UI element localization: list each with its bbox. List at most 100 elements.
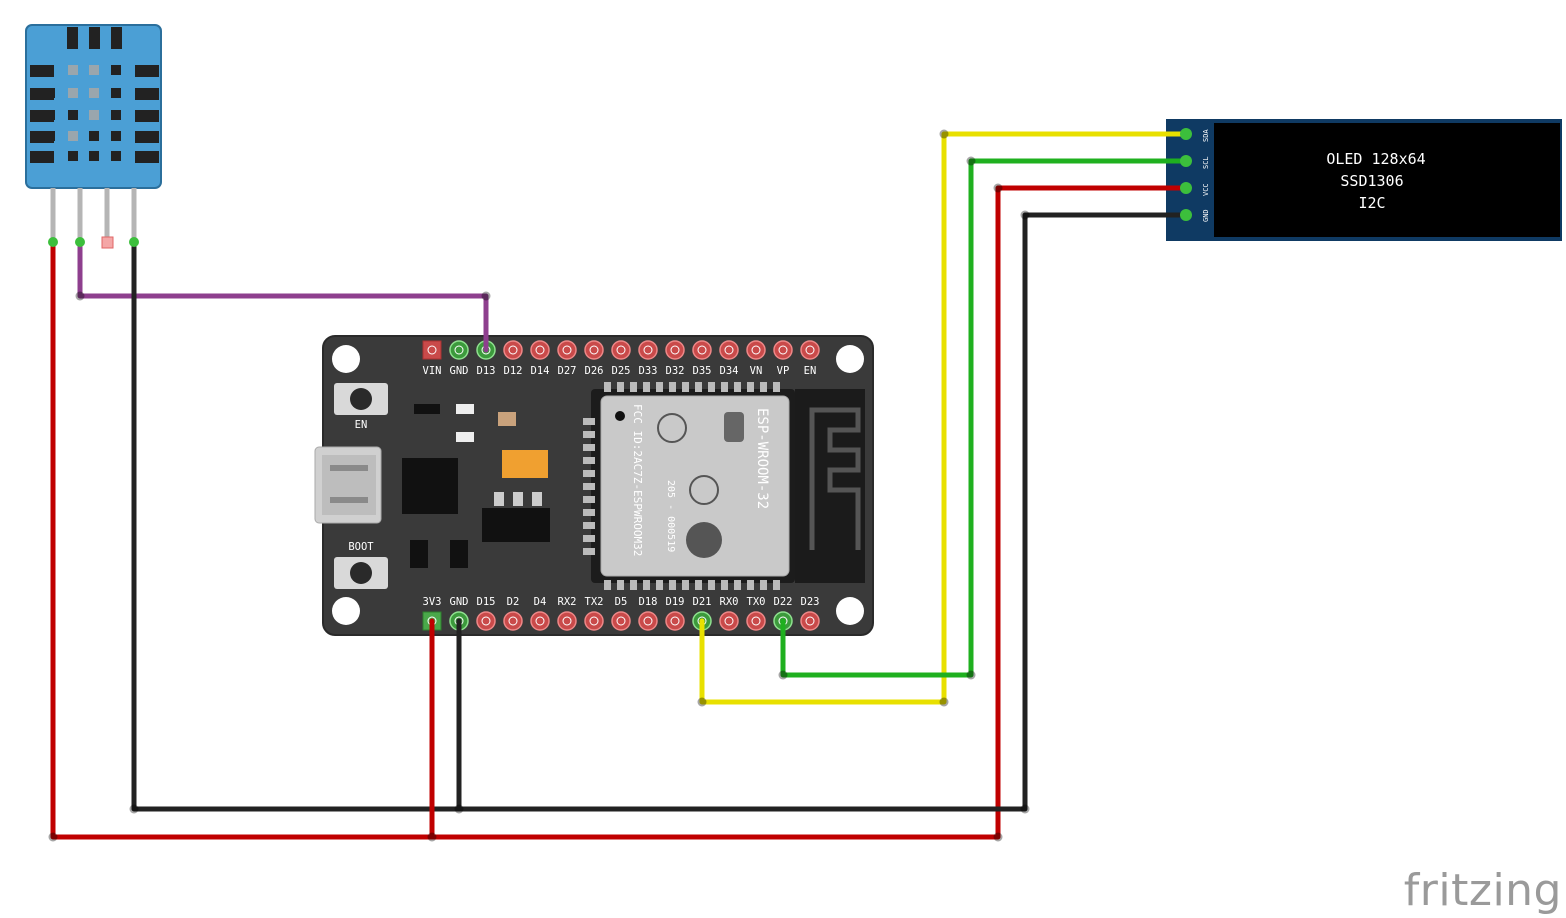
pin-label: RX0 xyxy=(720,596,739,608)
pin-label: D27 xyxy=(558,365,577,377)
esp32-board[interactable]: EN BOOT xyxy=(314,335,874,636)
pin-label: D34 xyxy=(720,365,739,377)
wire-junction xyxy=(75,291,85,301)
espressif-logo-icon xyxy=(686,522,722,558)
wire-power-3v3[interactable] xyxy=(429,185,1189,840)
module-pads xyxy=(583,382,780,590)
oled-line-2: SSD1306 xyxy=(1340,172,1403,190)
pin-label: D13 xyxy=(477,365,496,377)
pin-label: D2 xyxy=(507,596,520,608)
pin-label: D26 xyxy=(585,365,604,377)
oled-line-1: OLED 128x64 xyxy=(1326,150,1425,168)
boot-button[interactable]: BOOT xyxy=(334,541,388,589)
oled-pin-scl: SCL xyxy=(1202,156,1210,169)
pin-bottom-d15[interactable]: D15 xyxy=(476,596,496,631)
board-components xyxy=(402,404,550,568)
wire-sda-d21[interactable] xyxy=(699,131,1189,705)
pin-bottom-tx0[interactable]: TX0 xyxy=(746,596,766,631)
pin-bottom-tx2[interactable]: TX2 xyxy=(584,596,604,631)
pin-label: D22 xyxy=(774,596,793,608)
module-model: ESP-WROOM-32 xyxy=(754,408,770,509)
oled-pin-sda: SDA xyxy=(1202,129,1210,142)
pin-top-gnd[interactable]: GND xyxy=(449,340,469,377)
dht11-sensor[interactable] xyxy=(25,24,162,249)
pin-top-en[interactable]: EN xyxy=(800,340,820,377)
wire-junction xyxy=(454,804,464,814)
pin-top-d33[interactable]: D33 xyxy=(638,340,658,377)
boot-button-label: BOOT xyxy=(348,541,374,553)
pin-top-vn[interactable]: VN xyxy=(746,340,766,377)
pin-label: TX0 xyxy=(747,596,766,608)
wire-junction xyxy=(778,670,788,680)
pin-top-d32[interactable]: D32 xyxy=(665,340,685,377)
pin-bottom-d23[interactable]: D23 xyxy=(800,596,820,631)
wire-junction xyxy=(939,697,949,707)
pin-bottom-rx0[interactable]: RX0 xyxy=(719,596,739,631)
pin-bottom-d18[interactable]: D18 xyxy=(638,596,658,631)
wire-junction xyxy=(966,670,976,680)
pin-label: D33 xyxy=(639,365,658,377)
pin-top-d14[interactable]: D14 xyxy=(530,340,550,377)
pin-label: D14 xyxy=(531,365,550,377)
en-button[interactable]: EN xyxy=(334,383,388,431)
pin-label: VP xyxy=(777,365,790,377)
pin-label: D15 xyxy=(477,596,496,608)
wires xyxy=(48,129,1189,842)
oled-pin-gnd: GND xyxy=(1202,209,1210,222)
wire-scl-d22[interactable] xyxy=(780,158,1189,678)
wire-ground-gnd[interactable] xyxy=(456,212,1189,812)
pin-label: D12 xyxy=(504,365,523,377)
pin-top-d12[interactable]: D12 xyxy=(503,340,523,377)
pin-top-vin[interactable]: VIN xyxy=(422,340,442,377)
wifi-logo-icon xyxy=(724,412,744,442)
wire-junction xyxy=(939,129,949,139)
oled-pin-labels: SDA SCL VCC GND xyxy=(1202,129,1210,222)
wire-junction xyxy=(1020,210,1030,220)
pin-label: VIN xyxy=(423,365,442,377)
wire-junction xyxy=(697,697,707,707)
ce-mark-icon xyxy=(689,475,719,505)
wire-junction xyxy=(129,804,139,814)
wire-data-dht-d13[interactable] xyxy=(77,239,489,353)
wire-ground-dht[interactable] xyxy=(131,239,462,812)
module-cert: 205 - 000519 xyxy=(665,480,676,552)
pin-top-d26[interactable]: D26 xyxy=(584,340,604,377)
module-fcc-id: FCC ID:2AC7Z-ESPWROOM32 xyxy=(631,404,644,556)
wire-junction xyxy=(993,183,1003,193)
oled-line-3: I2C xyxy=(1358,194,1385,212)
pin-label: RX2 xyxy=(558,596,577,608)
wire-junction xyxy=(1020,804,1030,814)
pin-top-d25[interactable]: D25 xyxy=(611,340,631,377)
pin-top-d27[interactable]: D27 xyxy=(557,340,577,377)
pin-top-d34[interactable]: D34 xyxy=(719,340,739,377)
wire-junction xyxy=(48,832,58,842)
pin-label: D32 xyxy=(666,365,685,377)
sensor-legs xyxy=(50,188,137,242)
wire-junction xyxy=(481,291,491,301)
wire-junction xyxy=(427,832,437,842)
pin-label: D25 xyxy=(612,365,631,377)
wire-junction xyxy=(966,156,976,166)
pin-bottom-d2[interactable]: D2 xyxy=(503,596,523,631)
pin-label: D21 xyxy=(693,596,712,608)
pin-top-d35[interactable]: D35 xyxy=(692,340,712,377)
pin-bottom-d19[interactable]: D19 xyxy=(665,596,685,631)
pin-label: GND xyxy=(450,596,469,608)
pin-label: TX2 xyxy=(585,596,604,608)
micro-usb-port[interactable] xyxy=(314,446,382,524)
pin-bottom-rx2[interactable]: RX2 xyxy=(557,596,577,631)
connector-dots xyxy=(48,128,1192,247)
oled-display[interactable]: OLED 128x64 SSD1306 I2C SDA SCL VCC GND xyxy=(1166,119,1562,241)
pin-label: EN xyxy=(804,365,817,377)
wire-power-dht[interactable] xyxy=(50,239,435,840)
pin-label: GND xyxy=(450,365,469,377)
en-button-label: EN xyxy=(355,419,368,431)
wire-junction xyxy=(993,832,1003,842)
pin-label: D18 xyxy=(639,596,658,608)
pin-bottom-d5[interactable]: D5 xyxy=(611,596,631,631)
pin-label: D5 xyxy=(615,596,628,608)
pin-top-vp[interactable]: VP xyxy=(773,340,793,377)
pin-bottom-d4[interactable]: D4 xyxy=(530,596,550,631)
